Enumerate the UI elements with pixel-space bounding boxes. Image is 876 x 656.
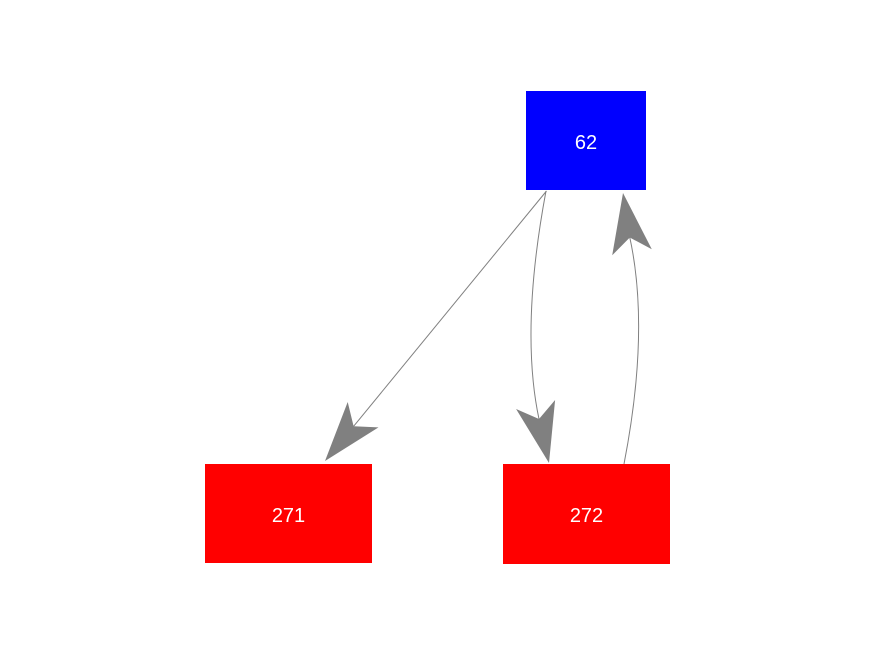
node-62-label: 62 <box>575 132 597 154</box>
arrowhead-62-to-271 <box>325 402 379 461</box>
edge-62-to-271 <box>353 190 547 427</box>
node-62 <box>526 91 646 190</box>
node-271 <box>205 464 372 563</box>
node-271-label: 271 <box>272 505 305 527</box>
edge-62-to-272 <box>530 190 547 420</box>
arrowhead-62-to-272 <box>516 400 556 463</box>
node-272 <box>503 464 670 564</box>
node-272-label: 272 <box>570 505 603 527</box>
edge-272-to-62 <box>623 237 640 465</box>
arrowhead-272-to-62 <box>612 193 652 256</box>
